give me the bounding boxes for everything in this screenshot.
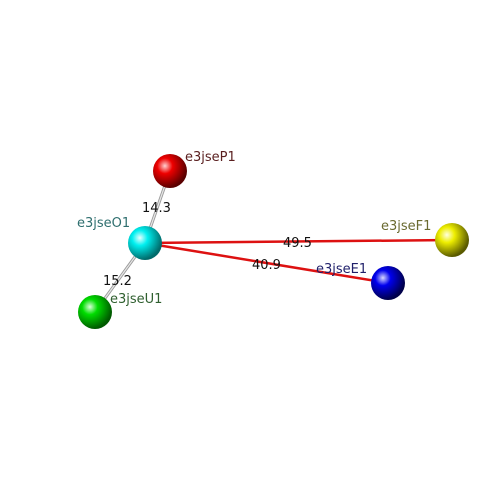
distance-label-o1-e1: 40.9 [252, 258, 281, 273]
atom-sphere-e1[interactable] [371, 266, 405, 300]
atom-label-o1: e3jseO1 [77, 216, 130, 231]
distance-line-o1-f1 [144, 238, 453, 245]
atom-sphere-p1[interactable] [153, 154, 187, 188]
distance-label-o1-u1: 15.2 [103, 274, 132, 289]
distance-label-o1-p1: 14.3 [142, 201, 171, 216]
atom-label-u1: e3jseU1 [110, 292, 162, 307]
atom-label-e1: e3jseE1 [316, 262, 367, 277]
distance-line-o1-e1 [144, 241, 389, 285]
atom-sphere-f1[interactable] [435, 223, 469, 257]
atom-sphere-u1[interactable] [78, 295, 112, 329]
atom-label-f1: e3jseF1 [381, 219, 431, 234]
atom-sphere-o1[interactable] [128, 226, 162, 260]
distance-label-o1-f1: 49.5 [283, 236, 312, 251]
atom-label-p1: e3jseP1 [185, 150, 236, 165]
